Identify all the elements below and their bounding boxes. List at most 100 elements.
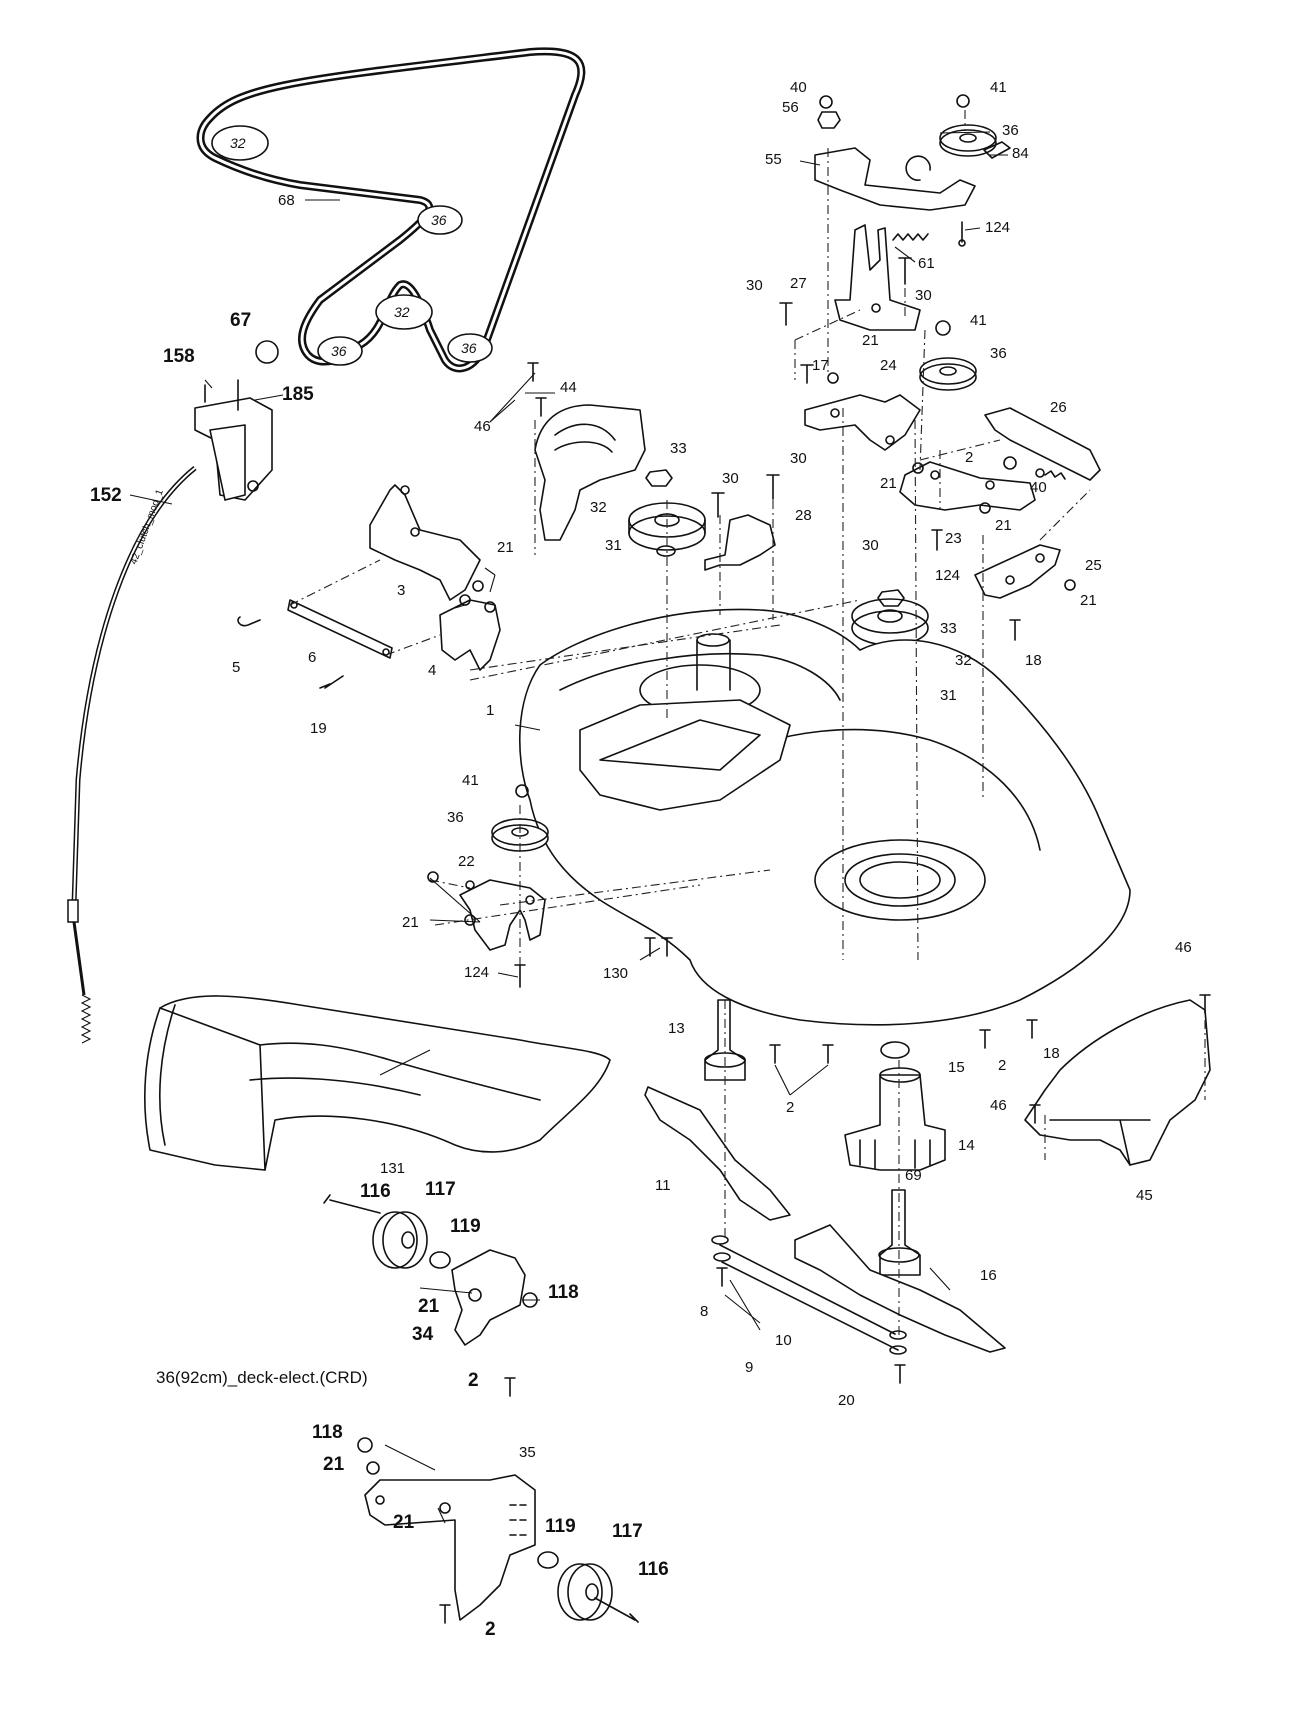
callout: 15 bbox=[948, 1059, 965, 1076]
callout: 23 bbox=[945, 530, 962, 547]
callout: 21 bbox=[402, 914, 419, 931]
pulley-label: 36 bbox=[331, 343, 347, 359]
callout: 11 bbox=[655, 1177, 671, 1194]
callout: 24 bbox=[880, 357, 897, 374]
callout: 2 bbox=[485, 1619, 496, 1640]
callout: 5 bbox=[232, 659, 240, 676]
spindles-and-blades bbox=[644, 937, 1038, 1384]
callout: 6 bbox=[308, 649, 316, 666]
callout: 21 bbox=[880, 475, 897, 492]
callout: 8 bbox=[700, 1303, 708, 1320]
callout: 22 bbox=[458, 853, 475, 870]
left-idler-assembly bbox=[427, 784, 549, 988]
callout: 16 bbox=[980, 1267, 997, 1284]
callout: 2 bbox=[786, 1099, 794, 1116]
blade-guard-45 bbox=[1024, 994, 1211, 1166]
callout: 118 bbox=[312, 1422, 343, 1443]
assembly-centerlines bbox=[289, 110, 1206, 1335]
callout: 30 bbox=[862, 537, 879, 554]
deck-1 bbox=[518, 608, 1131, 1026]
callout: 40 bbox=[1030, 479, 1047, 496]
callout: 119 bbox=[545, 1516, 576, 1537]
callout: 158 bbox=[163, 346, 195, 367]
discharge-chute-131 bbox=[144, 995, 611, 1171]
callout: 9 bbox=[745, 1359, 753, 1376]
left-brackets bbox=[237, 484, 501, 689]
callout: 21 bbox=[497, 539, 514, 556]
callout: 31 bbox=[605, 537, 622, 554]
callout: 17 bbox=[812, 357, 829, 374]
callout: 4 bbox=[428, 662, 436, 679]
callout: 30 bbox=[915, 287, 932, 304]
callout: 40 bbox=[790, 79, 807, 96]
callout: 21 bbox=[323, 1454, 345, 1475]
belt-pulley-36-left bbox=[317, 336, 363, 366]
callout: 21 bbox=[393, 1512, 415, 1533]
upper-idler-assembly bbox=[779, 94, 1101, 641]
callout: 33 bbox=[670, 440, 687, 457]
callout: 185 bbox=[282, 384, 314, 405]
nut-56 bbox=[817, 111, 841, 129]
callout: 131 bbox=[380, 1160, 405, 1177]
callout: 130 bbox=[603, 965, 628, 982]
callout: 21 bbox=[995, 517, 1012, 534]
callout: 41 bbox=[990, 79, 1007, 96]
callout: 124 bbox=[985, 219, 1010, 236]
callout: 30 bbox=[790, 450, 807, 467]
callout: 18 bbox=[1025, 652, 1042, 669]
callout: 36 bbox=[990, 345, 1007, 362]
callout: 41 bbox=[970, 312, 987, 329]
cable-label: 42_clutch_mod_1 bbox=[128, 488, 165, 566]
belt-pulley-36-right bbox=[447, 333, 493, 363]
callout: 69 bbox=[905, 1167, 922, 1184]
callout: 55 bbox=[765, 151, 782, 168]
pulley-label: 36 bbox=[431, 212, 447, 228]
callout: 18 bbox=[1043, 1045, 1060, 1062]
callout: 68 bbox=[278, 192, 295, 209]
callout: 26 bbox=[1050, 399, 1067, 416]
callout: 34 bbox=[412, 1324, 434, 1345]
callout: 33 bbox=[940, 620, 957, 637]
callout: 152 bbox=[90, 485, 122, 506]
clutch-bracket-185 bbox=[194, 340, 279, 501]
belt-pulley-32-top bbox=[211, 125, 269, 161]
callout: 117 bbox=[612, 1521, 643, 1542]
callout: 27 bbox=[790, 275, 807, 292]
callout: 31 bbox=[940, 687, 957, 704]
callout: 35 bbox=[519, 1444, 536, 1461]
diagram-caption: 36(92cm)_deck-elect.(CRD) bbox=[156, 1368, 368, 1387]
callout: 119 bbox=[450, 1216, 481, 1237]
callout: 36 bbox=[447, 809, 464, 826]
callout: 124 bbox=[464, 964, 489, 981]
wheel-assembly-35 bbox=[357, 1437, 639, 1624]
nut-40 bbox=[819, 95, 833, 109]
ball-67 bbox=[255, 340, 279, 364]
callout-labels: 40 56 41 36 84 55 124 61 30 27 30 41 36 … bbox=[90, 79, 1192, 1640]
callout: 3 bbox=[397, 582, 405, 599]
callout: 1 bbox=[486, 702, 494, 719]
callout: 61 bbox=[918, 255, 935, 272]
nut-41 bbox=[956, 94, 970, 108]
callout: 14 bbox=[958, 1137, 975, 1154]
callout: 2 bbox=[998, 1057, 1006, 1074]
pulley-label: 32 bbox=[230, 135, 246, 151]
callout: 25 bbox=[1085, 557, 1102, 574]
callout: 46 bbox=[990, 1097, 1007, 1114]
callout: 116 bbox=[638, 1559, 669, 1580]
callout: 20 bbox=[838, 1392, 855, 1409]
callout: 46 bbox=[474, 418, 491, 435]
belt-pulleys bbox=[211, 125, 493, 366]
callout: 116 bbox=[360, 1181, 391, 1202]
callout: 44 bbox=[560, 379, 577, 396]
callout: 2 bbox=[468, 1370, 479, 1391]
callout: 28 bbox=[795, 507, 812, 524]
callout: 10 bbox=[775, 1332, 792, 1349]
callout: 30 bbox=[722, 470, 739, 487]
leader-lines bbox=[129, 131, 1008, 1524]
callout: 2 bbox=[965, 449, 973, 466]
belt-guard-44 bbox=[534, 404, 646, 541]
callout: 46 bbox=[1175, 939, 1192, 956]
callout: 21 bbox=[418, 1296, 440, 1317]
callout: 21 bbox=[1080, 592, 1097, 609]
